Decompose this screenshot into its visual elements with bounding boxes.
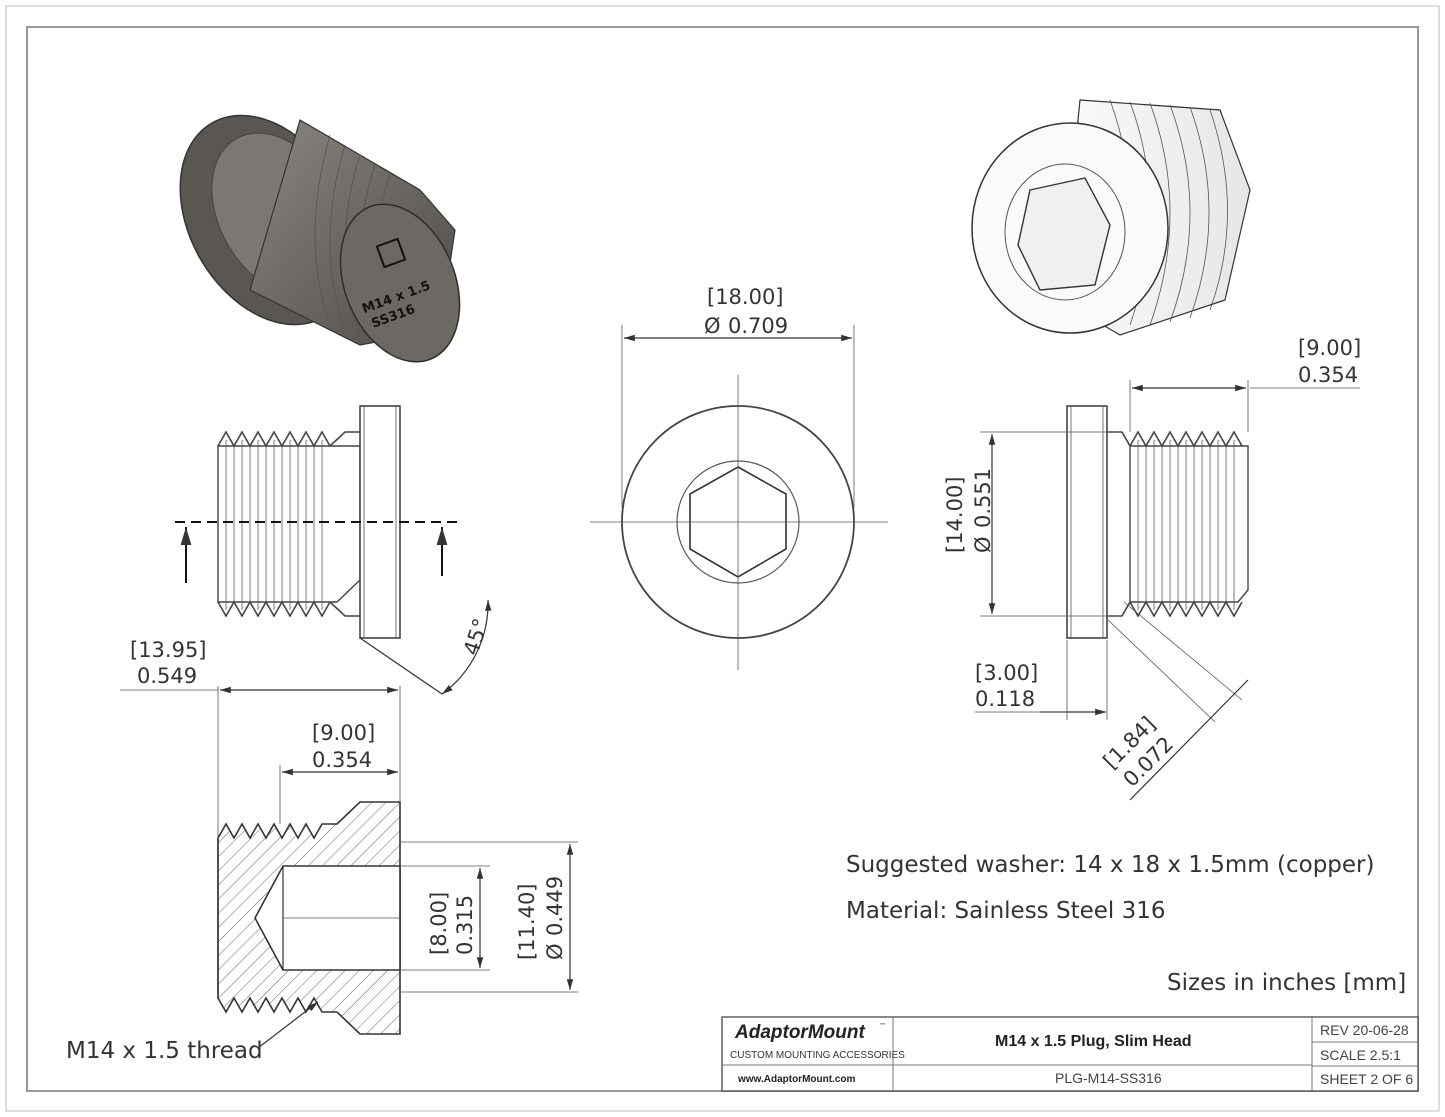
thread-length-right-mm: [9.00] <box>1298 336 1361 360</box>
chamfer-angle: 45° <box>459 615 493 658</box>
outer-border <box>5 5 1440 1112</box>
thread-length-right-in: 0.354 <box>1298 363 1358 387</box>
washer-note: Suggested washer: 14 x 18 x 1.5mm (coppe… <box>846 852 1374 878</box>
head-diameter-mm: [18.00] <box>707 285 784 309</box>
overall-length-in: 0.549 <box>137 664 197 688</box>
thread-major-symbol: Ø <box>971 536 995 553</box>
sheet-number: SHEET 2 OF 6 <box>1320 1071 1413 1087</box>
company-logo: AdaptorMount <box>734 1022 865 1043</box>
scale: SCALE 2.5:1 <box>1320 1047 1401 1063</box>
side-view-left: 45° <box>175 405 493 695</box>
head-thickness-in: 0.118 <box>975 687 1035 711</box>
thread-major-mm: [14.00] <box>943 476 967 553</box>
material-note: Material: Sainless Steel 316 <box>846 898 1166 924</box>
counterbore-mm: [11.40] <box>515 883 539 960</box>
revision: REV 20-06-28 <box>1320 1022 1409 1038</box>
thread-length-in: 0.354 <box>312 748 372 772</box>
company-website: www.AdaptorMount.com <box>737 1074 856 1085</box>
section-view: [13.95] 0.549 [9.00] 0.354 [8.00] 0.315 … <box>66 638 578 1064</box>
hex-size-in: 0.315 <box>453 895 477 955</box>
units-note: Sizes in inches [mm] <box>1167 970 1406 996</box>
iso-view-line <box>971 99 1251 336</box>
side-view-right: [9.00] 0.354 [14.00] Ø 0.551 [3.00] 0.11… <box>943 336 1361 801</box>
head-thickness-mm: [3.00] <box>975 661 1038 685</box>
counterbore-symbol: Ø <box>543 943 567 960</box>
company-tagline: CUSTOM MOUNTING ACCESSORIES <box>730 1050 905 1061</box>
head-diameter-in: 0.709 <box>728 314 788 338</box>
diameter-symbol: Ø <box>704 314 721 338</box>
trademark: ™ <box>879 1022 886 1030</box>
drawing-title: M14 x 1.5 Plug, Slim Head <box>995 1033 1192 1050</box>
hex-size-mm: [8.00] <box>427 892 451 955</box>
thread-major-in: 0.551 <box>971 468 995 528</box>
thread-length-mm: [9.00] <box>312 721 375 745</box>
front-view: [18.00] Ø 0.709 <box>590 285 888 670</box>
iso-view-shaded: M14 x 1.5 SS316 <box>179 114 461 363</box>
thread-lines-left <box>217 430 331 618</box>
part-number: PLG-M14-SS316 <box>1055 1070 1162 1086</box>
thread-callout: M14 x 1.5 thread <box>66 1038 263 1064</box>
overall-length-mm: [13.95] <box>130 638 207 662</box>
counterbore-in: 0.449 <box>543 876 567 936</box>
title-block: AdaptorMount ™ CUSTOM MOUNTING ACCESSORI… <box>721 1016 1419 1092</box>
